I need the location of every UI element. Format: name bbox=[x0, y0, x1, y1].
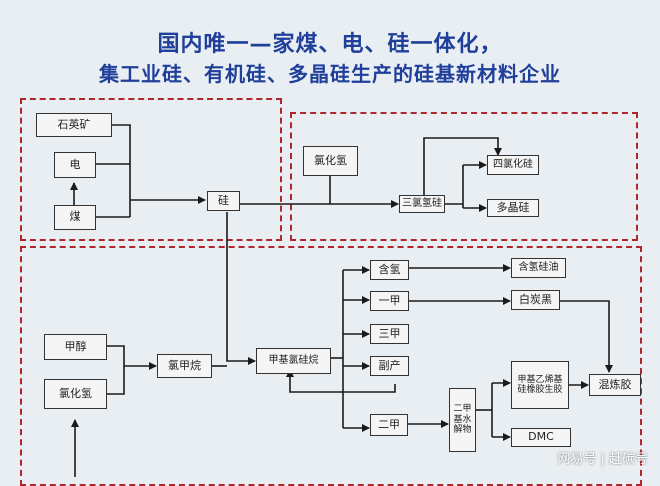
node-vinyl-silicone-rubber: 甲基乙烯基硅橡胶生胶 bbox=[511, 361, 569, 409]
node-methylchlorosilane: 甲基氯硅烷 bbox=[256, 348, 331, 374]
node-fraction-hydrogen: 含氢 bbox=[370, 260, 409, 280]
node-white-carbon-black: 白炭黑 bbox=[511, 290, 560, 310]
region-industrial-silicon bbox=[20, 98, 282, 241]
node-coal: 煤 bbox=[54, 205, 96, 230]
node-hydrogen-silicone-oil: 含氢硅油 bbox=[511, 258, 566, 278]
node-polysilicon: 多晶硅 bbox=[487, 199, 539, 217]
diagram-title-line-1: 国内唯一—家煤、电、硅一体化， bbox=[157, 32, 503, 57]
diagram-title-line-2: 集工业硅、有机硅、多晶硅生产的硅基新材料企业 bbox=[99, 62, 561, 86]
node-power: 电 bbox=[54, 152, 96, 178]
node-fraction-trimethyl: 三甲 bbox=[370, 324, 409, 344]
node-dimethyl-hydrolysate: 二甲基水解物 bbox=[449, 388, 476, 452]
node-trichlorosilane: 三氯氢硅 bbox=[399, 195, 445, 213]
node-fraction-monomethyl: 一甲 bbox=[370, 291, 409, 311]
node-hydrogen-chloride-input: 氯化氢 bbox=[303, 146, 358, 176]
node-chloromethane: 氯甲烷 bbox=[157, 354, 212, 378]
region-polysilicon bbox=[290, 112, 638, 241]
node-compounded-rubber: 混炼胶 bbox=[589, 374, 641, 396]
node-hydrogen-chloride: 氯化氢 bbox=[44, 379, 107, 409]
node-quartz-ore: 石英矿 bbox=[36, 113, 112, 137]
watermark: 网易号 | 赶碳号 bbox=[557, 452, 648, 467]
node-dmc: DMC bbox=[511, 428, 571, 447]
node-fraction-dimethyl: 二甲 bbox=[370, 414, 408, 436]
node-industrial-silicon: 硅 bbox=[207, 191, 240, 211]
node-silicon-tetrachloride: 四氯化硅 bbox=[487, 155, 539, 175]
node-methanol: 甲醇 bbox=[44, 334, 107, 360]
node-fraction-byproduct: 副产 bbox=[370, 356, 409, 376]
